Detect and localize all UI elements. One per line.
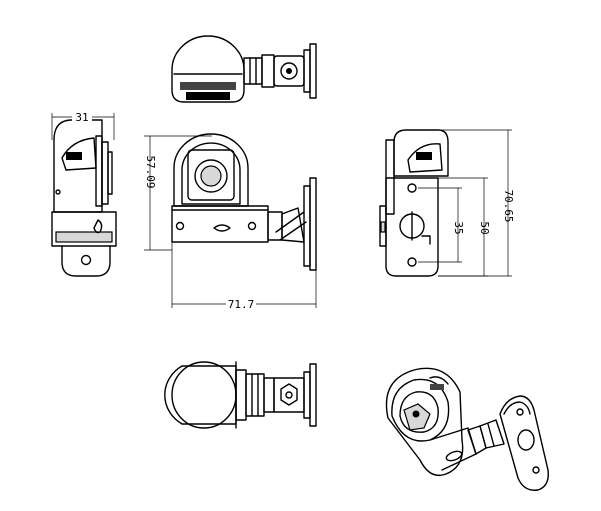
right-view bbox=[379, 129, 449, 277]
dim-35: 35 bbox=[418, 187, 465, 263]
top-view bbox=[171, 35, 317, 103]
dim-70-65: 70.65 bbox=[414, 129, 515, 277]
dim-label-71-7: 71.7 bbox=[228, 298, 255, 311]
dim-label-57-09: 57.09 bbox=[144, 155, 157, 188]
left-view bbox=[51, 119, 117, 277]
dim-71-7: 71.7 bbox=[171, 242, 317, 311]
front-view bbox=[171, 133, 317, 271]
dim-31: 31 bbox=[51, 110, 115, 140]
dim-57-09: 57.09 bbox=[144, 135, 212, 251]
isometric-view bbox=[385, 367, 549, 491]
dim-label-31: 31 bbox=[75, 111, 88, 124]
dim-label-35: 35 bbox=[452, 221, 465, 234]
dim-label-70-65: 70.65 bbox=[502, 189, 515, 222]
dim-label-50: 50 bbox=[478, 221, 491, 234]
bottom-view bbox=[164, 361, 317, 429]
